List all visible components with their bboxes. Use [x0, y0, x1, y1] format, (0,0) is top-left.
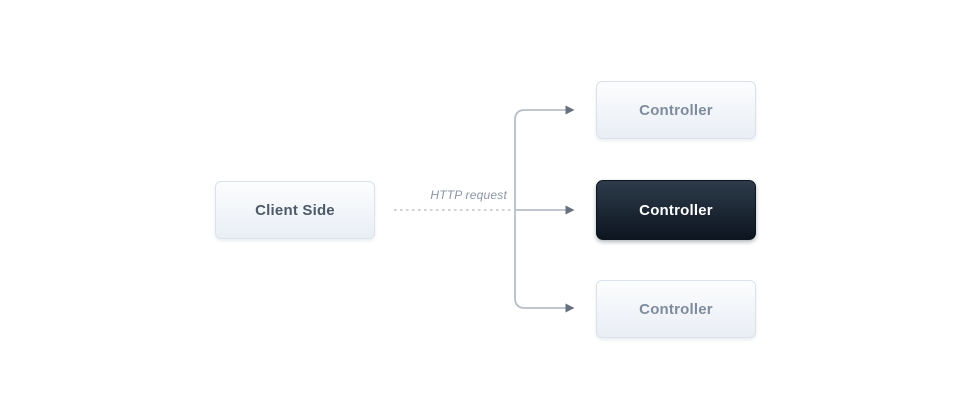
branch-arrow-bottom [514, 210, 575, 313]
client-side-box: Client Side [215, 181, 375, 239]
controller-box-top: Controller [596, 81, 756, 139]
controller-label-middle: Controller [639, 201, 713, 219]
controller-label-bottom: Controller [639, 300, 713, 318]
branch-arrow-top [514, 105, 575, 210]
controller-box-middle-active: Controller [596, 180, 756, 240]
controller-label-top: Controller [639, 101, 713, 119]
http-request-label: HTTP request [430, 188, 507, 202]
controller-box-bottom: Controller [596, 280, 756, 338]
client-side-label: Client Side [255, 201, 335, 219]
